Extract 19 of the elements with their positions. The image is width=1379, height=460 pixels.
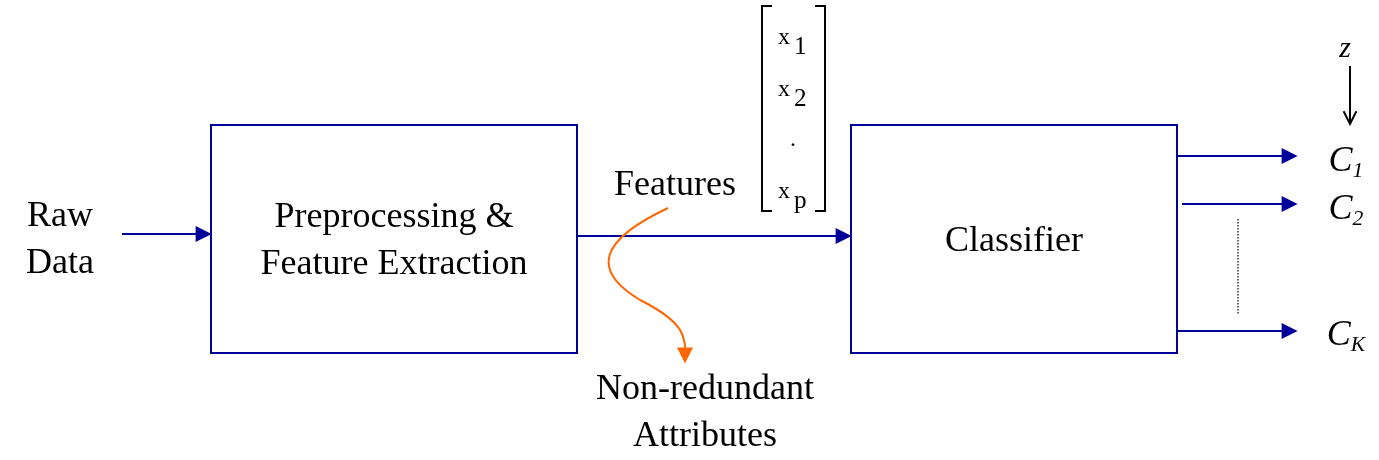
box-label: Classifier xyxy=(945,217,1083,261)
arrow xyxy=(1177,148,1298,164)
output-label: Features xyxy=(614,161,736,205)
process-box xyxy=(210,124,578,354)
class-label: C$_{K}$ xyxy=(1326,311,1366,359)
arrow xyxy=(577,228,852,244)
class-label: C$_{2}$ xyxy=(1328,185,1364,233)
arrow xyxy=(121,226,212,242)
arrow xyxy=(1181,196,1298,212)
vector-entry: . xyxy=(790,126,796,150)
box-label: Preprocessing & Feature Extraction xyxy=(259,194,529,284)
arrow xyxy=(607,207,694,364)
annotation-label: Non-redundant Attributes xyxy=(595,366,815,456)
process-box xyxy=(850,124,1178,354)
variable-label: z xyxy=(1339,28,1351,65)
arrow xyxy=(1177,323,1298,339)
input-label: Raw Data xyxy=(25,193,95,283)
direction-arrow xyxy=(1342,65,1358,125)
class-label: C$_{1}$ xyxy=(1328,137,1364,185)
